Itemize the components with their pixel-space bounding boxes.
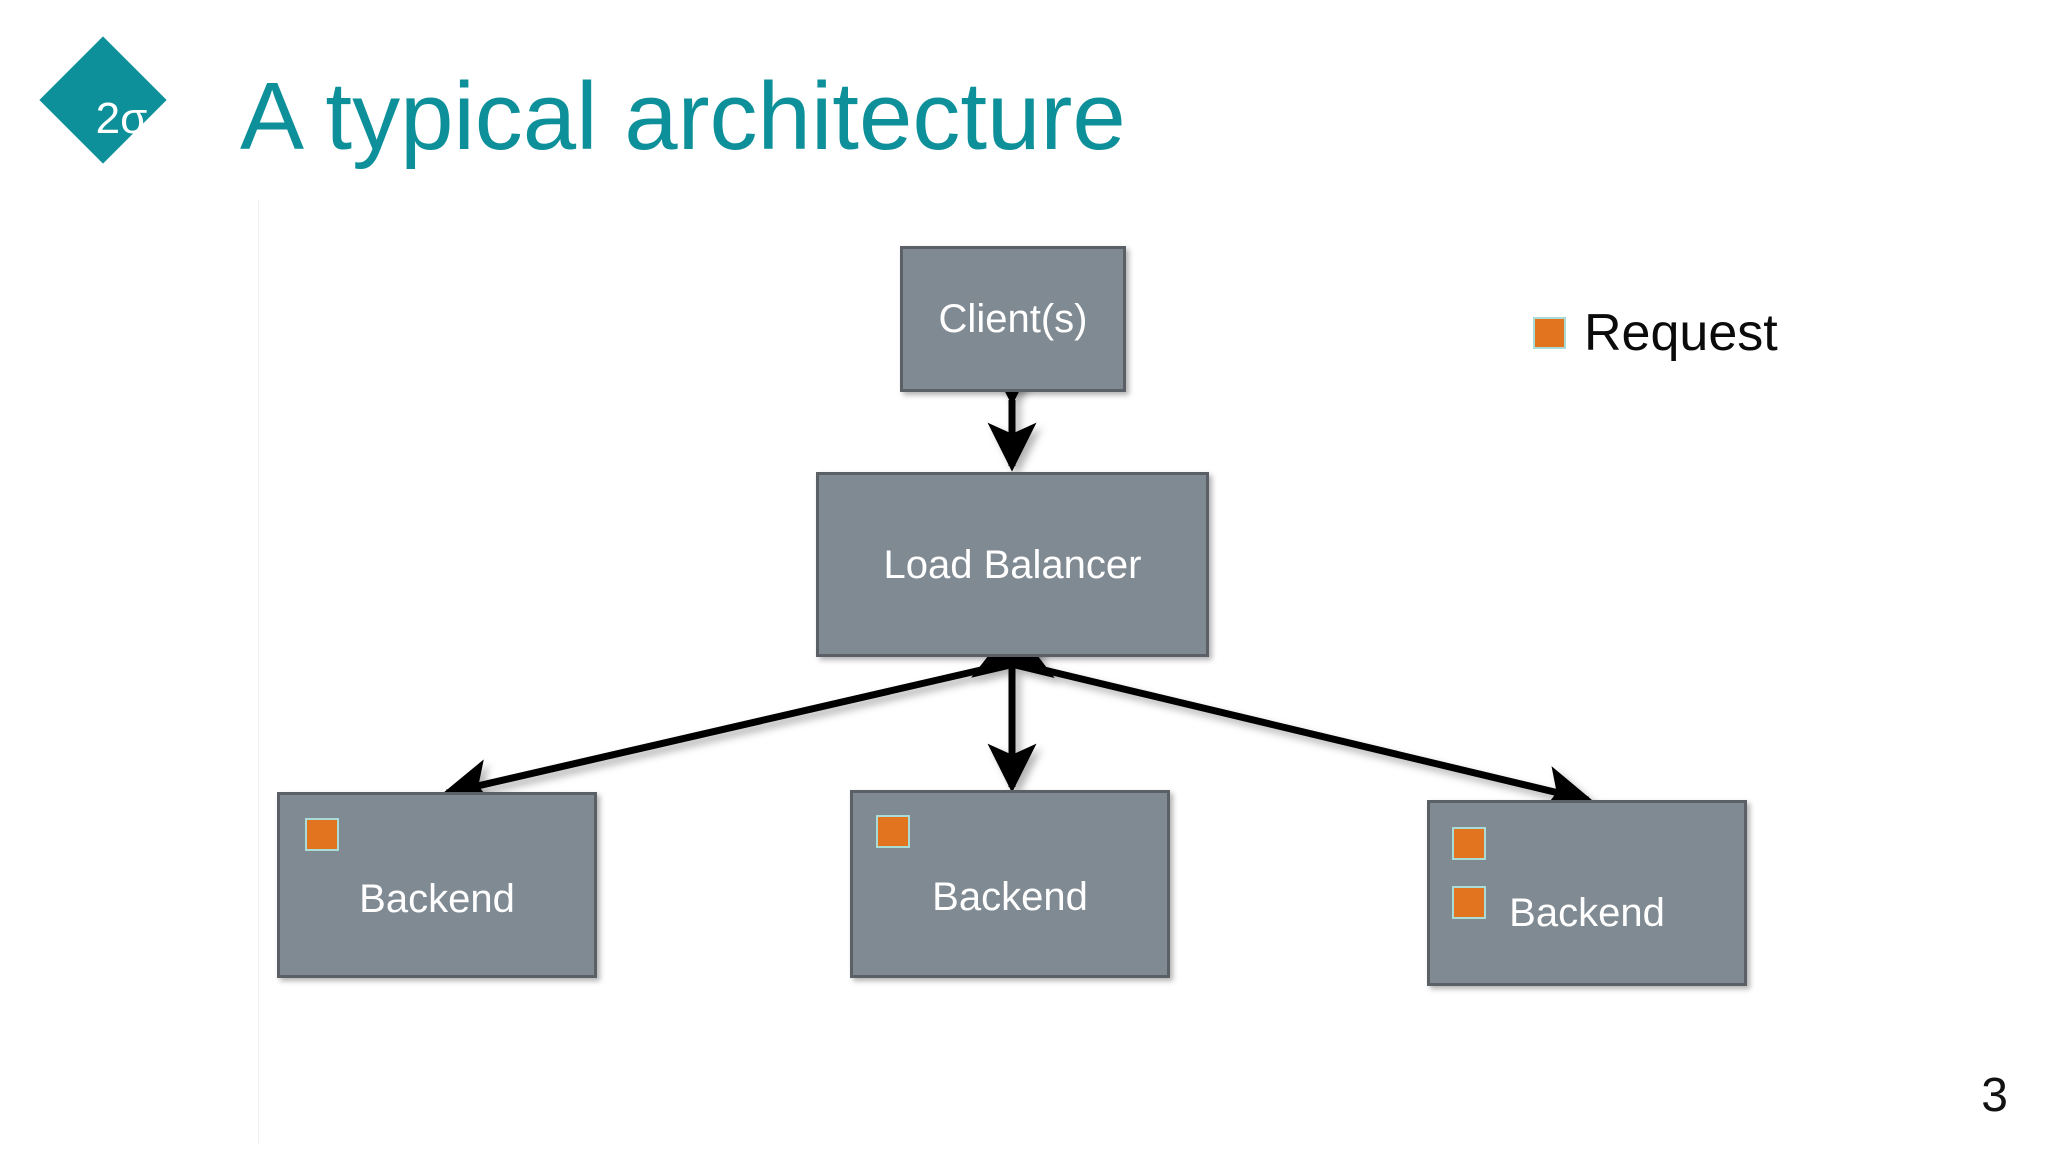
request-marker-icon [876, 815, 910, 848]
connector-loadbalancer-backend-3 [971, 630, 1594, 814]
node-load-balancer[interactable]: Load Balancer [816, 472, 1209, 657]
request-marker-icon [305, 818, 339, 851]
legend: Request [1533, 307, 1778, 359]
node-backend-2[interactable]: Backend [850, 790, 1170, 978]
node-backend-3-label: Backend [1509, 891, 1665, 935]
request-marker-icon [1452, 886, 1486, 919]
node-backend-3[interactable]: Backend [1427, 800, 1747, 986]
node-backend-2-label: Backend [932, 875, 1088, 919]
page-title: A typical architecture [240, 63, 1126, 170]
connector-loadbalancer-backend-1 [441, 630, 1055, 808]
legend-swatch-request-icon [1533, 317, 1566, 349]
page-number: 3 [1981, 1069, 2008, 1122]
two-sigma-logo-diamond-icon [39, 36, 167, 164]
node-backend-1-label: Backend [359, 877, 515, 921]
node-client[interactable]: Client(s) [900, 246, 1126, 392]
node-load-balancer-label: Load Balancer [883, 543, 1142, 587]
node-client-label: Client(s) [938, 297, 1088, 341]
legend-label-request: Request [1584, 304, 1778, 362]
request-marker-icon [1452, 827, 1486, 860]
node-backend-1[interactable]: Backend [277, 792, 597, 978]
content-frame-divider [258, 200, 259, 1145]
